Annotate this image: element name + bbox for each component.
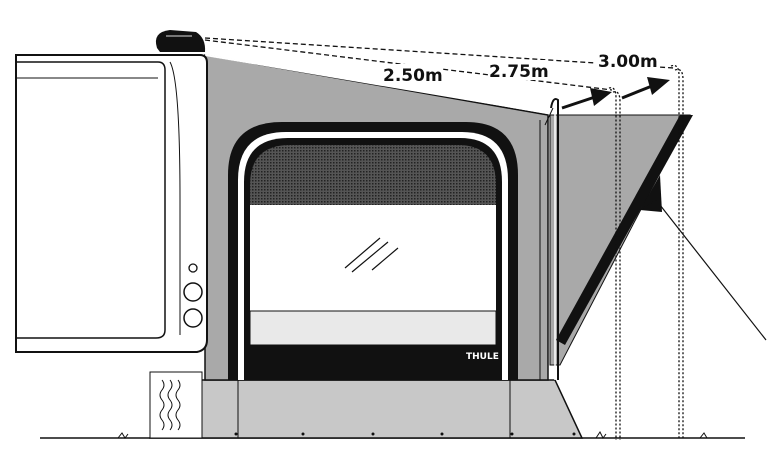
label-3-00m: 3.00m xyxy=(598,52,658,72)
label-2-50m: 2.50m xyxy=(383,66,443,86)
caravan-light-small xyxy=(188,263,198,273)
caravan-light-1 xyxy=(183,282,203,302)
clear-window xyxy=(250,205,496,311)
mesh-window xyxy=(250,145,496,205)
front-pole xyxy=(550,98,559,380)
extend-arrow-1 xyxy=(561,88,612,110)
caravan-wheel-springs xyxy=(159,379,181,431)
window-lower-strip xyxy=(249,310,497,346)
grass xyxy=(117,431,708,439)
extension-pole-275 xyxy=(608,87,621,440)
caravan xyxy=(15,54,208,439)
awning-floor xyxy=(148,379,584,439)
caravan-light-2 xyxy=(183,308,203,328)
label-2-75m: 2.75m xyxy=(489,62,549,82)
extension-pole-300 xyxy=(670,64,684,440)
glass-reflection xyxy=(344,237,399,273)
awning-cassette xyxy=(155,30,206,52)
brand-logo: THULE xyxy=(466,352,499,362)
extend-arrow-2 xyxy=(621,77,670,100)
side-panel-stripe xyxy=(556,115,693,345)
guy-rope xyxy=(659,204,767,341)
